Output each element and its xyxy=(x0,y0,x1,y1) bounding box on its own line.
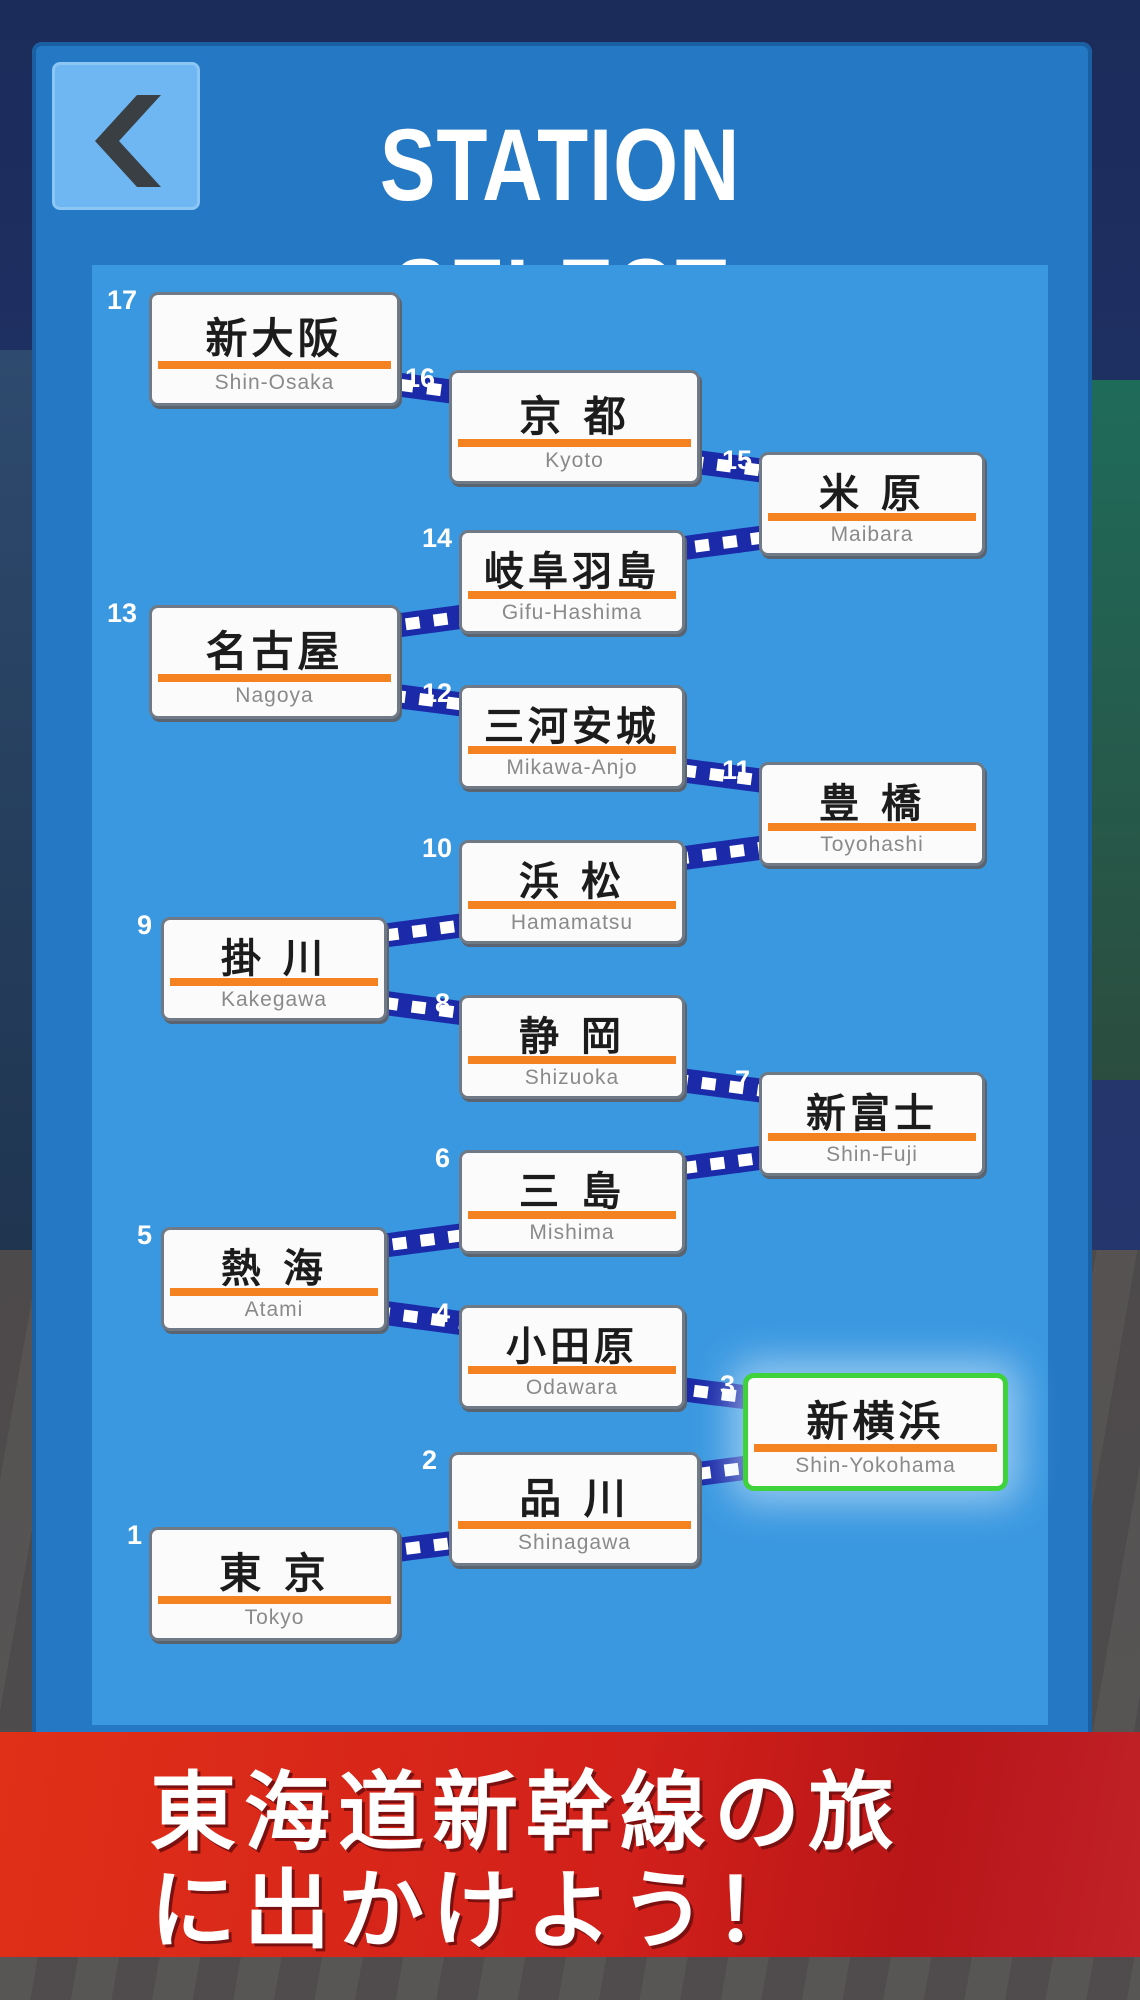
station-stripe xyxy=(170,978,378,986)
station-romaji: Shin-Osaka xyxy=(214,371,335,394)
background-building xyxy=(0,350,38,1250)
station-stripe xyxy=(158,361,391,369)
station-stripe xyxy=(468,746,676,754)
station-name: 新富士 xyxy=(806,1091,938,1137)
station-romaji: Kakegawa xyxy=(220,988,328,1011)
station-name: 掛 川 xyxy=(221,936,327,982)
station-button-8[interactable]: 静 岡 Shizuoka xyxy=(462,998,682,1096)
station-romaji: Toyohashi xyxy=(820,833,924,856)
station-number-14: 14 xyxy=(422,523,453,553)
station-number-10: 10 xyxy=(422,833,453,863)
station-romaji: Kyoto xyxy=(545,449,604,472)
station-button-3[interactable]: 新横浜 Shin-Yokohama xyxy=(748,1378,1003,1486)
station-stripe xyxy=(458,1521,691,1529)
station-button-13[interactable]: 名古屋 Nagoya xyxy=(152,608,397,716)
station-romaji: Shinagawa xyxy=(518,1531,631,1554)
station-number-7: 7 xyxy=(735,1065,751,1095)
station-name: 米 原 xyxy=(819,471,925,517)
station-number-8: 8 xyxy=(435,988,451,1018)
station-romaji: Nagoya xyxy=(235,684,314,707)
station-number-15: 15 xyxy=(722,445,753,475)
station-button-12[interactable]: 三河安城 Mikawa-Anjo xyxy=(462,688,682,786)
banner-line-1: 東海道新幹線の旅 xyxy=(150,1763,902,1863)
station-stripe xyxy=(468,1056,676,1064)
chevron-left-icon xyxy=(95,95,161,187)
promo-banner: 東海道新幹線の旅 に出かけよう！ xyxy=(0,1732,1140,1961)
route-map: 東 京 Tokyo 1 品 川 Shinagawa 2 新横浜 Shin-Yokohama 3 小… xyxy=(92,265,1048,1725)
station-romaji: Hamamatsu xyxy=(510,911,634,934)
back-button[interactable] xyxy=(52,62,200,210)
station-name: 品 川 xyxy=(519,1474,630,1523)
station-romaji: Shin-Yokohama xyxy=(795,1454,956,1477)
station-button-5[interactable]: 熱 海 Atami xyxy=(164,1230,384,1328)
station-stripe xyxy=(468,1366,676,1374)
station-romaji: Maibara xyxy=(830,523,914,546)
station-name: 熱 海 xyxy=(221,1246,327,1292)
station-button-9[interactable]: 掛 川 Kakegawa xyxy=(164,920,384,1018)
station-button-2[interactable]: 品 川 Shinagawa xyxy=(452,1455,697,1563)
station-name: 新横浜 xyxy=(806,1397,945,1446)
station-stripe xyxy=(768,513,976,521)
station-number-1: 1 xyxy=(127,1520,143,1550)
station-name: 静 岡 xyxy=(519,1014,625,1060)
station-romaji: Shizuoka xyxy=(524,1066,620,1089)
station-stripe xyxy=(458,439,691,447)
station-stripe xyxy=(468,901,676,909)
page-title: STATION SELECT xyxy=(379,108,741,352)
station-name: 名古屋 xyxy=(205,627,344,676)
station-romaji: Atami xyxy=(244,1298,304,1321)
station-number-6: 6 xyxy=(435,1143,451,1173)
station-name: 岐阜羽島 xyxy=(484,549,660,595)
station-stripe xyxy=(768,823,976,831)
station-stripe xyxy=(768,1133,976,1141)
station-number-17: 17 xyxy=(107,285,138,315)
station-stripe xyxy=(468,1211,676,1219)
station-button-15[interactable]: 米 原 Maibara xyxy=(762,455,982,553)
banner-line-2: に出かけよう！ xyxy=(150,1861,808,1961)
station-number-3: 3 xyxy=(720,1370,736,1400)
station-button-11[interactable]: 豊 橋 Toyohashi xyxy=(762,765,982,863)
station-romaji: Odawara xyxy=(525,1376,619,1399)
station-button-14[interactable]: 岐阜羽島 Gifu-Hashima xyxy=(462,533,682,631)
background-castle xyxy=(1090,380,1140,1080)
station-button-4[interactable]: 小田原 Odawara xyxy=(462,1308,682,1406)
station-number-13: 13 xyxy=(107,598,138,628)
station-name: 新大阪 xyxy=(205,314,344,363)
station-stripe xyxy=(468,591,676,599)
station-number-12: 12 xyxy=(422,678,453,708)
station-stripe xyxy=(754,1444,997,1452)
station-number-9: 9 xyxy=(137,910,153,940)
station-name: 三河安城 xyxy=(484,704,660,750)
station-name: 豊 橋 xyxy=(819,781,925,827)
station-name: 小田原 xyxy=(506,1324,638,1370)
station-name: 浜 松 xyxy=(519,859,625,905)
station-name: 東 京 xyxy=(219,1549,330,1598)
station-romaji: Gifu-Hashima xyxy=(501,601,643,624)
station-number-2: 2 xyxy=(422,1445,438,1475)
station-button-1[interactable]: 東 京 Tokyo xyxy=(152,1530,397,1638)
station-button-10[interactable]: 浜 松 Hamamatsu xyxy=(462,843,682,941)
station-romaji: Tokyo xyxy=(244,1606,305,1629)
station-number-5: 5 xyxy=(137,1220,153,1250)
station-number-16: 16 xyxy=(405,363,436,393)
station-romaji: Mishima xyxy=(529,1221,615,1244)
station-button-16[interactable]: 京 都 Kyoto xyxy=(452,373,697,481)
station-stripe xyxy=(158,1596,391,1604)
station-name: 三 島 xyxy=(519,1169,625,1215)
station-button-6[interactable]: 三 島 Mishima xyxy=(462,1153,682,1251)
station-romaji: Mikawa-Anjo xyxy=(506,756,638,779)
station-stripe xyxy=(170,1288,378,1296)
station-number-11: 11 xyxy=(722,755,751,785)
station-name: 京 都 xyxy=(519,392,630,441)
station-button-7[interactable]: 新富士 Shin-Fuji xyxy=(762,1075,982,1173)
station-button-17[interactable]: 新大阪 Shin-Osaka xyxy=(152,295,397,403)
station-romaji: Shin-Fuji xyxy=(826,1143,918,1166)
station-number-4: 4 xyxy=(435,1298,451,1328)
station-stripe xyxy=(158,674,391,682)
